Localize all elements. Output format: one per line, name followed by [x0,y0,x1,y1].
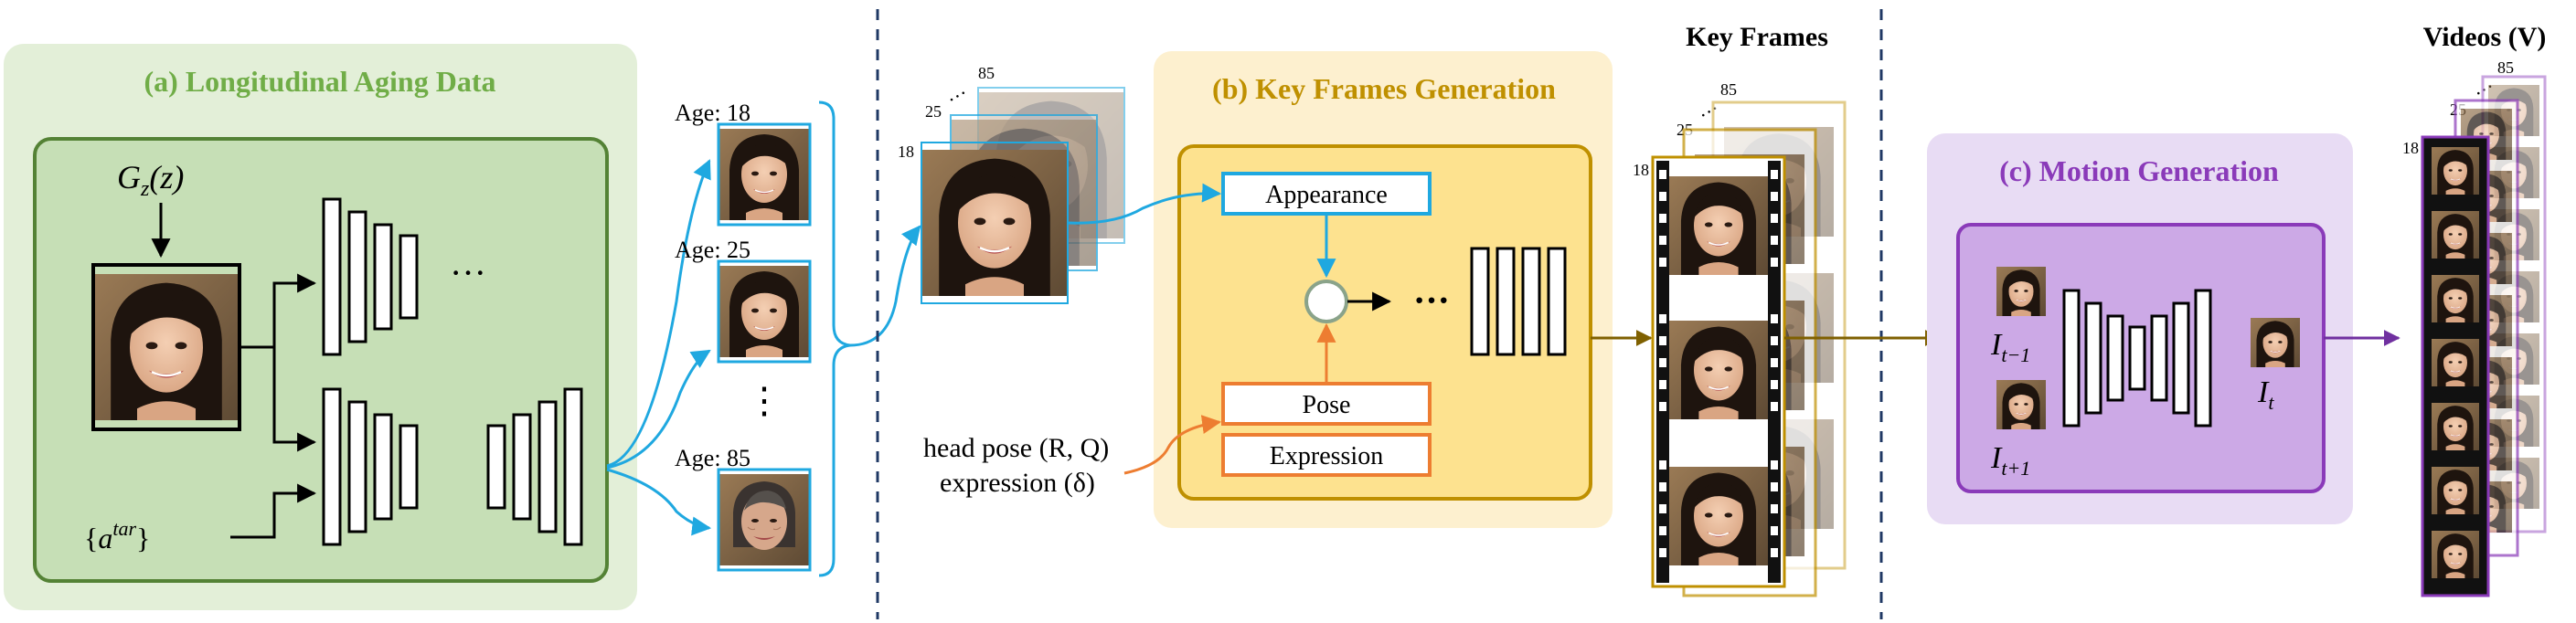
face-to-decoder-connector [272,347,317,452]
head-pose-text: head pose (R, Q) [923,433,1109,463]
generator-network [1470,247,1567,356]
stack-label-25: 25 [925,102,942,121]
encoder-network-top [322,197,419,356]
age-18-face [717,122,812,227]
pose-label: Pose [1303,391,1351,419]
age-25-face [717,259,812,364]
circle-combine-icon [1304,280,1348,323]
kf-stack-label-85: 85 [1720,80,1737,99]
stack-label-85: 85 [978,64,995,82]
stack-dots: ··· [943,81,973,111]
video-stack-label-85: 85 [2497,58,2514,77]
expression-label: Expression [1270,442,1383,470]
inputs-to-pose-arrow [1123,415,1222,475]
age-outputs: Age: 18 Age: 25 ⋮ Age: 85 [675,100,812,572]
age-label-25: Age: 25 [675,237,750,263]
video-film-front [2421,135,2490,597]
videos-title: Videos (V) [2423,22,2547,52]
section-b-title: (b) Key Frames Generation [1212,72,1556,105]
gz-label: Gz(z) [117,159,184,201]
videos: Videos (V) 85 ··· 25 18 [2402,22,2547,597]
pose-box [1221,382,1432,426]
input-face-image [91,263,241,431]
age-face-stack: 85 25 ··· 18 [898,64,1125,304]
age-outputs-bracket [818,100,851,577]
vertical-ellipsis: ⋮ [746,380,782,421]
section-c-title: (c) Motion Generation [1999,154,2279,187]
stack-label-18: 18 [898,143,914,161]
section-b-key-frames-generation: (b) Key Frames Generation Appearance ···… [1067,51,1613,528]
frame-current-face [2251,317,2300,368]
video-stack-label-18: 18 [2402,139,2419,157]
section-a-longitudinal-aging-data: (a) Longitudinal Aging Data Gz(z) ··· [4,44,637,610]
frame-next-face [1996,379,2046,430]
appearance-label: Appearance [1265,181,1388,209]
age-85-face [717,468,812,572]
key-frames-title: Key Frames [1686,22,1828,52]
film-strip-icon [1651,155,1786,588]
face-to-encoder-connector [240,273,317,349]
key-frames: Key Frames 85 ··· 25 18 [1633,22,1847,597]
age-label-85: Age: 85 [675,445,750,471]
section-a-title: (a) Longitudinal Aging Data [144,65,496,98]
age-label-18: Age: 18 [675,100,750,126]
expression-text: expression (δ) [940,468,1095,498]
bracket-to-stack-arrow [849,225,921,347]
section-a-ellipsis: ··· [450,252,486,293]
section-c-motion-generation: (c) Motion Generation It−1 It+1 It [1927,133,2353,524]
age-output-arrows [606,159,712,536]
motion-unet [2062,289,2212,428]
encoder-network-bottom [322,387,419,546]
expression-box [1221,433,1432,477]
frame-prev-face [1996,266,2046,317]
section-a-inner-box [33,137,609,583]
section-b-ellipsis: ··· [1413,280,1450,321]
stack-to-appearance-arrow [1067,183,1222,225]
decoder-network [486,387,583,546]
kf-stack-label-18: 18 [1633,161,1649,179]
a-tar-connector [230,483,317,539]
appearance-box [1221,172,1432,216]
